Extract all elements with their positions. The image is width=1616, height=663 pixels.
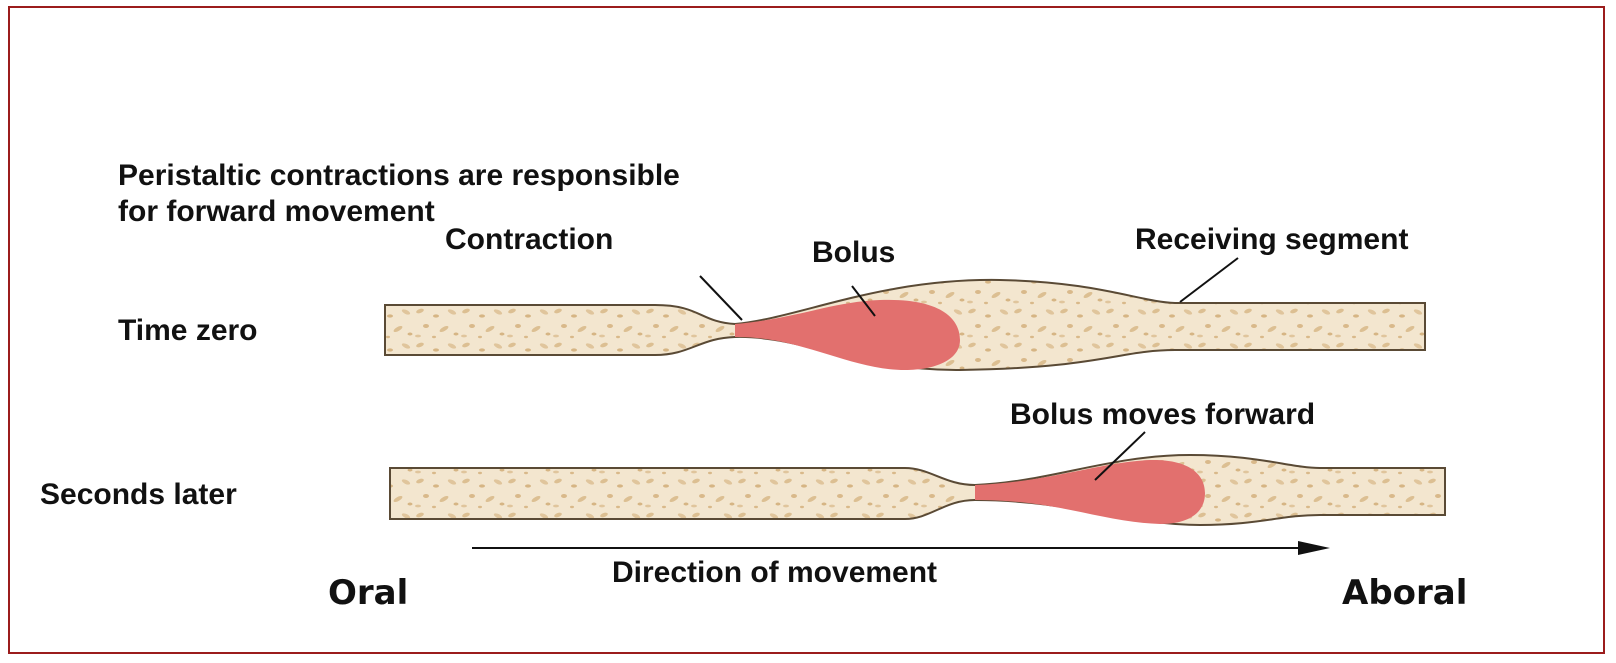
label-oral: Oral — [328, 573, 408, 613]
tube-seconds-later — [390, 455, 1445, 525]
contraction-leader — [700, 276, 742, 320]
label-time-zero: Time zero — [118, 313, 258, 349]
bolus-time-zero — [735, 300, 960, 370]
receiving-leader — [1180, 258, 1238, 302]
label-contraction: Contraction — [445, 222, 613, 258]
label-seconds-later: Seconds later — [40, 477, 237, 513]
bolus-seconds-later — [975, 460, 1205, 524]
label-bolus-moves-forward: Bolus moves forward — [1010, 397, 1315, 433]
diagram-title: Peristaltic contractions are responsible… — [118, 158, 680, 230]
tube-time-zero — [385, 280, 1425, 370]
label-direction-of-movement: Direction of movement — [612, 555, 937, 591]
label-aboral: Aboral — [1342, 573, 1467, 613]
direction-arrow — [472, 541, 1330, 555]
title-line-1: Peristaltic contractions are responsible — [118, 158, 680, 194]
label-bolus: Bolus — [812, 235, 895, 271]
label-receiving-segment: Receiving segment — [1135, 222, 1408, 258]
